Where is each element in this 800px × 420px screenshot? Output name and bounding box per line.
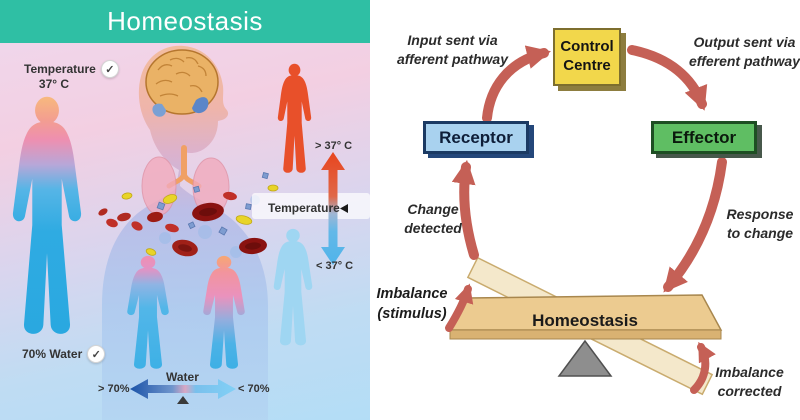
imbalance-stimulus-label: Imbalance (stimulus) [376, 286, 448, 322]
water-low-label: < 70% [238, 383, 270, 395]
body-hot-figure [277, 63, 312, 173]
level-plank-edge [449, 329, 722, 340]
effector-box: Effector [651, 121, 757, 154]
water-high-label: > 70% [98, 383, 130, 395]
body-normal-figure [12, 96, 82, 334]
response-to-change-label: Response to change [726, 206, 794, 241]
fulcrum [557, 339, 613, 377]
central-body-figure [102, 45, 268, 420]
arrow-change-to-receptor [451, 159, 479, 260]
panel-title-bar: Homeostasis [0, 0, 370, 43]
normal-water-label: 70% Water ✓ [22, 345, 106, 363]
temperature-label-band [252, 193, 370, 219]
control-centre-box: Control Centre [553, 28, 621, 86]
check-icon: ✓ [100, 60, 119, 78]
imbalance-corrected-label: Imbalance corrected [715, 364, 784, 399]
arrow-imbalance [445, 283, 474, 332]
pointer-up-icon [177, 396, 189, 404]
seesaw-homeostasis-label: Homeostasis [532, 311, 638, 330]
feedback-loop-diagram [445, 45, 727, 396]
left-illustration-panel: Homeostasis Temperature ✓ 37° C > 37° C … [0, 0, 370, 420]
brain-icon [145, 49, 219, 117]
body-cold-figure [273, 228, 313, 346]
check-icon: ✓ [87, 345, 106, 363]
panel-title: Homeostasis [107, 6, 263, 36]
temp-scale-label: Temperature [268, 201, 340, 215]
normal-temperature-value: 37° C [38, 77, 70, 91]
arrow-imbalance-corrected [690, 341, 716, 394]
normal-temperature-label: Temperature ✓ [24, 60, 119, 78]
temp-high-label: > 37° C [315, 140, 353, 152]
left-illustration [12, 45, 370, 420]
output-pathway-label: Output sent via efferent pathway [689, 34, 800, 69]
seesaw [448, 256, 723, 396]
water-scale-label: Water [166, 370, 199, 384]
change-detected-label: Change detected [404, 201, 462, 236]
feedback-loop-panel: Control Centre Receptor Effector Input s… [370, 0, 800, 420]
arrow-effector-to-homeostasis [663, 157, 727, 293]
arrow-control-to-effector [627, 45, 708, 111]
receptor-box: Receptor [423, 121, 529, 154]
arrow-receptor-to-control [482, 45, 551, 123]
temp-low-label: < 37° C [316, 260, 354, 272]
temperature-arrow [321, 152, 345, 265]
blood-cells [98, 172, 279, 258]
input-pathway-label: Input sent via afferent pathway [397, 32, 508, 67]
water-arrow [130, 379, 236, 399]
pointer-left-icon [340, 204, 348, 213]
